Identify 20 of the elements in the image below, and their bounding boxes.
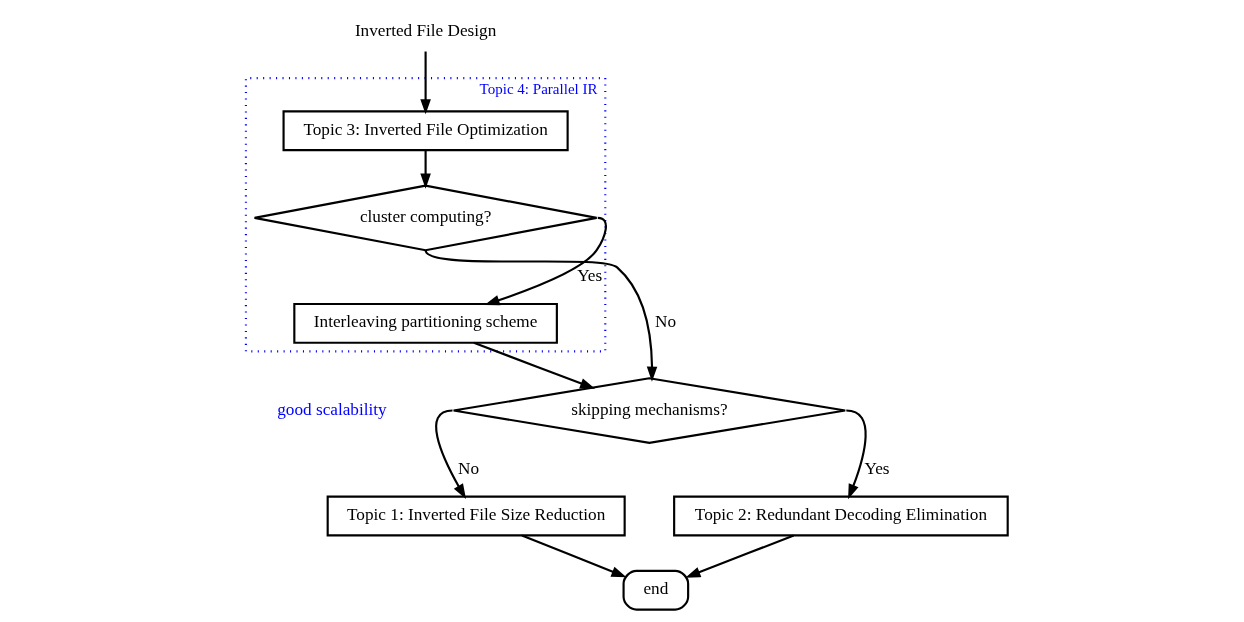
arrow [521,534,626,578]
node-box: Topic 3: Inverted File Optimization [282,110,569,152]
arrow [845,409,867,500]
node-text: Inverted File Design [354,20,496,40]
arrow [419,150,431,189]
edge-label: Yes [863,458,889,478]
node-box: Topic 2: Redundant Decoding Elimination [672,495,1009,537]
edge-label: No [457,458,479,478]
arrow [484,216,607,306]
arrow [434,409,466,500]
node-diamond: cluster computing? [252,184,598,252]
arrow [424,249,657,382]
node-box: Interleaving partitioning scheme [292,302,558,344]
arrow [419,51,431,115]
node-box: end [622,569,689,611]
edge-label: Yes [576,266,602,286]
node-box: Topic 1: Inverted File Size Reduction [326,495,626,537]
edge-label: No [654,312,676,332]
node-label: good scalability [276,399,387,419]
arrow [684,534,794,578]
